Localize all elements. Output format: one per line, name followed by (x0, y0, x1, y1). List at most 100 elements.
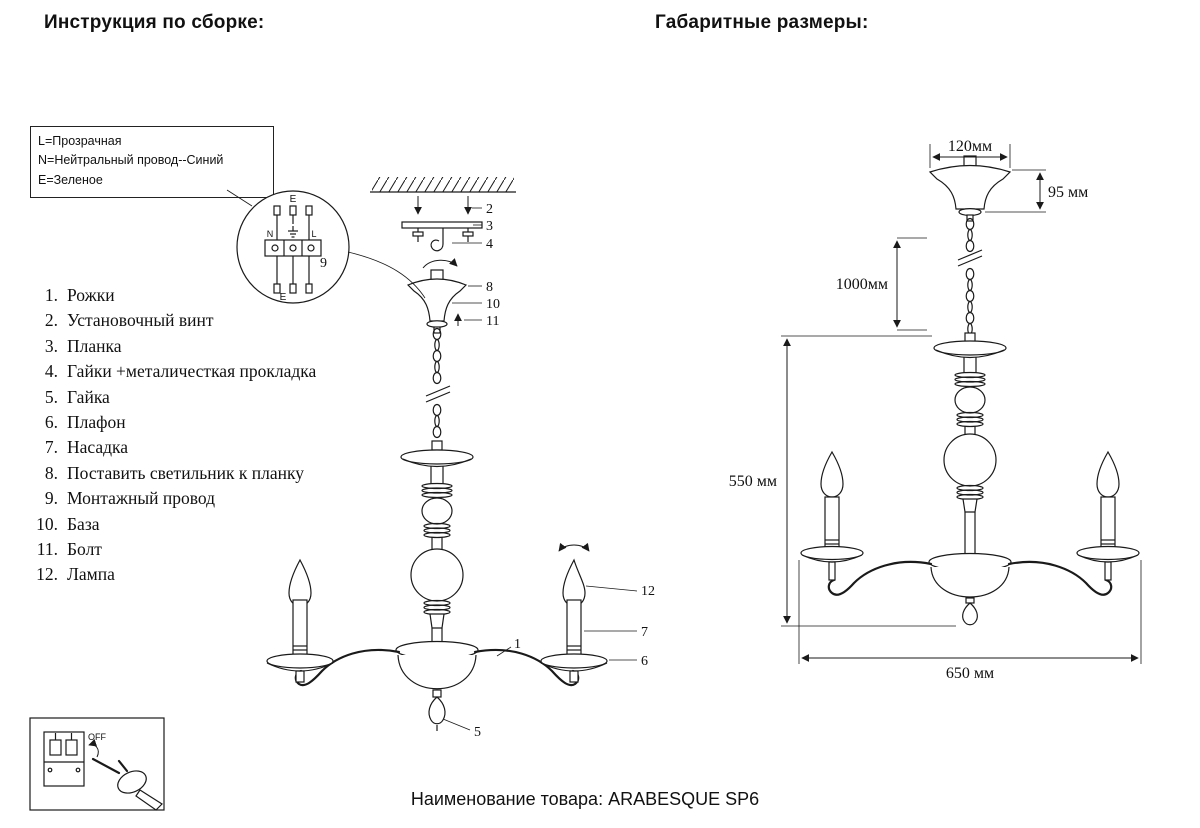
break-mark (957, 255, 983, 267)
finial (428, 696, 446, 725)
callout-7: 7 (641, 625, 648, 640)
live-label: L (311, 229, 316, 239)
mounting-screws (414, 196, 472, 215)
wire-legend-live: L=Прозрачная (38, 134, 122, 148)
left-candle (266, 558, 334, 672)
bobeche (266, 653, 334, 669)
part-label: Насадка (67, 437, 129, 458)
callout-8: 8 (486, 280, 493, 295)
part-label: Гайки +металичесткая прокладка (67, 361, 317, 382)
part-label: База (67, 513, 100, 534)
dim-left-candle (800, 450, 864, 563)
right-candle (540, 542, 608, 672)
part-label: Рожки (67, 285, 115, 305)
parts-list: 1. Рожки 2.Установочный винт 3. Планка 4. Г… (28, 283, 316, 588)
part-label: Гайка (67, 386, 110, 407)
product-name: Наименование товара: ARABESQUE SP6 (410, 789, 760, 809)
part-number: 8. (44, 462, 58, 483)
ceiling-hatch (370, 177, 516, 193)
switch-off-arrow (88, 738, 99, 758)
wiring-detail-bubble: E N L E 9 (226, 189, 426, 304)
hand-icon (91, 757, 163, 811)
dim-canopy (928, 155, 1012, 217)
part-number: 4. (44, 361, 58, 382)
part-item: 11. Болт (28, 537, 316, 562)
dim-total-width: 650 мм (946, 665, 994, 682)
earth-bottom-label: E (280, 292, 287, 303)
bulb (288, 558, 312, 607)
dim-120: 120мм (929, 138, 1011, 168)
glass-column (400, 449, 474, 642)
wire-legend-earth: E=Зеленое (38, 172, 103, 187)
part-item: 4. Гайки +металичесткая прокладка (28, 359, 316, 384)
dim-top-width: 120мм (948, 138, 992, 155)
dim-arms (827, 560, 1113, 596)
bubble-leader (347, 251, 426, 299)
arms (294, 648, 580, 687)
dim-95: 95 мм (985, 169, 1088, 213)
callout-10: 10 (486, 297, 500, 312)
callout-3: 3 (486, 219, 493, 234)
part-label: Планка (67, 335, 122, 356)
part-number: 3. (44, 335, 58, 356)
part-number: 5. (44, 386, 58, 407)
break-mark (425, 385, 451, 397)
assembly-drawing: 2 3 4 8 10 11 12 7 6 1 5 (266, 177, 655, 740)
callout-5: 5 (474, 725, 481, 740)
part-item: 6. Плафон (28, 410, 316, 435)
dim-canopy-height: 95 мм (1048, 184, 1088, 201)
callout-2: 2 (486, 202, 493, 217)
assembly-instructions-title: Инструкция по сборке: (44, 12, 265, 33)
callout-4: 4 (486, 237, 493, 252)
part-item: 8. Поставить светильник к планку (28, 461, 316, 486)
part-number: 11. (36, 539, 58, 560)
callout-9: 9 (320, 256, 327, 271)
part-item: 5. Гайка (28, 385, 316, 410)
dim-650: 650 мм (798, 560, 1142, 682)
part-label: Поставить светильник к планку (67, 462, 304, 483)
mounting-bar (401, 221, 483, 229)
part-number: 7. (44, 437, 58, 458)
part-label: Болт (67, 539, 102, 560)
rotate-arrow (422, 258, 458, 269)
overall-dimensions-title: Габаритные размеры: (655, 12, 869, 33)
candle-sleeve (566, 599, 582, 656)
dim-glass-column (933, 332, 1007, 554)
circuit-breaker (43, 731, 85, 787)
screw-bulb-arrow (558, 542, 590, 552)
dim-center-bowl (928, 552, 1012, 626)
part-number: 12. (36, 564, 58, 585)
dim-chain (957, 214, 983, 336)
bobeche (540, 653, 608, 669)
callout-11: 11 (486, 314, 499, 329)
dim-chain-length: 1000мм (836, 276, 888, 293)
part-item: 1. Рожки (28, 283, 316, 308)
off-label: OFF (88, 732, 106, 742)
dim-body-height: 550 мм (729, 473, 777, 490)
part-number: 1. (44, 285, 58, 305)
part-label: Лампа (67, 564, 115, 585)
part-item: 2.Установочный винт (28, 308, 316, 333)
break-mark (425, 391, 451, 403)
part-label: Установочный винт (67, 310, 214, 331)
part-item: 12. Лампа (28, 562, 316, 587)
part-label: Плафон (67, 412, 126, 433)
part-item: 3. Планка (28, 334, 316, 359)
canopy (406, 269, 468, 328)
wire-legend-neutral: N=Нейтральный провод--Синий (38, 153, 224, 168)
dim-550: 550 мм (729, 335, 956, 627)
part-label: Монтажный провод (67, 488, 215, 509)
callout-1: 1 (514, 637, 521, 652)
dimension-drawing: 120мм 95 мм 1000м (729, 138, 1142, 682)
earth-top-label: E (290, 194, 297, 205)
chain (425, 326, 451, 451)
ground-symbol-icon (288, 226, 298, 238)
part-item: 10.База (28, 512, 316, 537)
candle-sleeve (292, 599, 308, 656)
center-bowl (395, 640, 479, 731)
neutral-label: N (267, 229, 274, 239)
part-number: 6. (44, 412, 58, 433)
callout-6: 6 (641, 654, 648, 669)
power-off-illustration: OFF (29, 717, 165, 811)
